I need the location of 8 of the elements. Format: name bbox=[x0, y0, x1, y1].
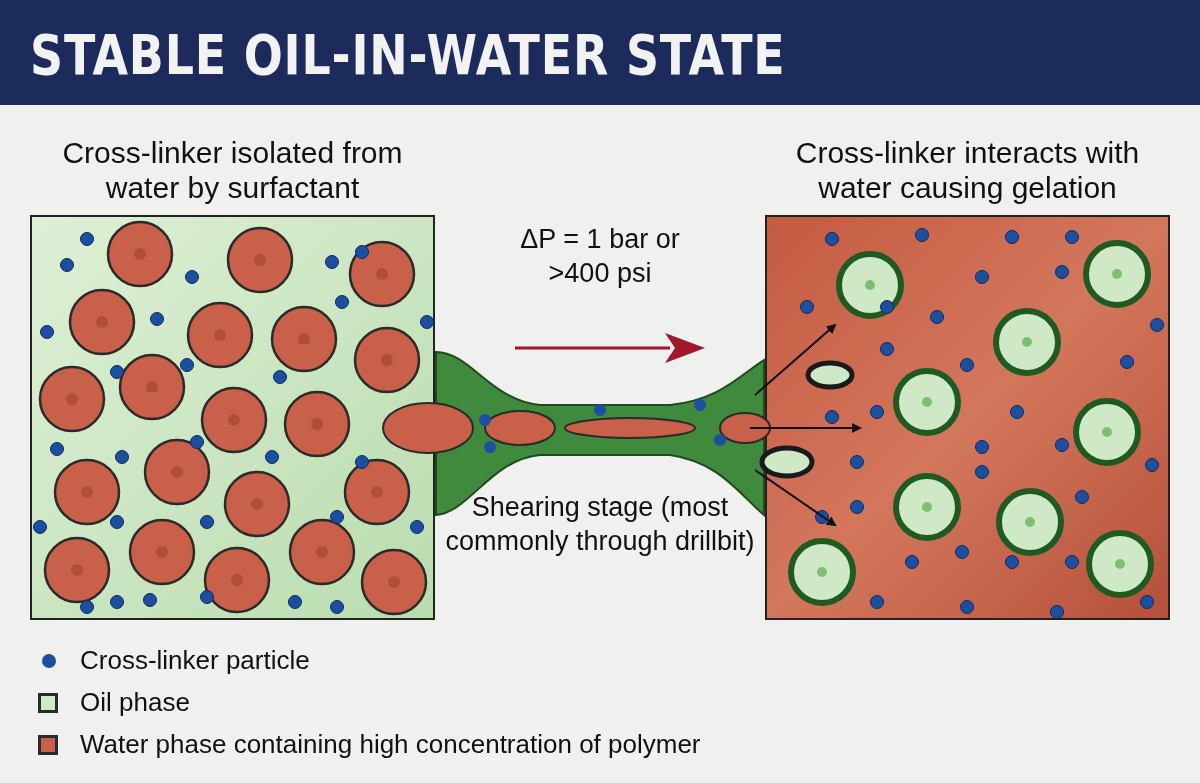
legend-text: Oil phase bbox=[80, 687, 190, 718]
title: STABLE OIL-IN-WATER STATE bbox=[30, 22, 786, 87]
stage-note: Shearing stage (most commonly through drillbit) bbox=[444, 491, 756, 558]
legend-text: Water phase containing high concentration of polymer bbox=[80, 729, 701, 760]
pressure-note: ΔP = 1 bar or >400 psi bbox=[519, 223, 681, 290]
panel-heading: Cross-linker isolated from water by surfactant bbox=[61, 135, 404, 206]
legend-text: Cross-linker particle bbox=[80, 645, 310, 676]
panel-heading: Cross-linker interacts with water causing gelation bbox=[794, 135, 1141, 206]
